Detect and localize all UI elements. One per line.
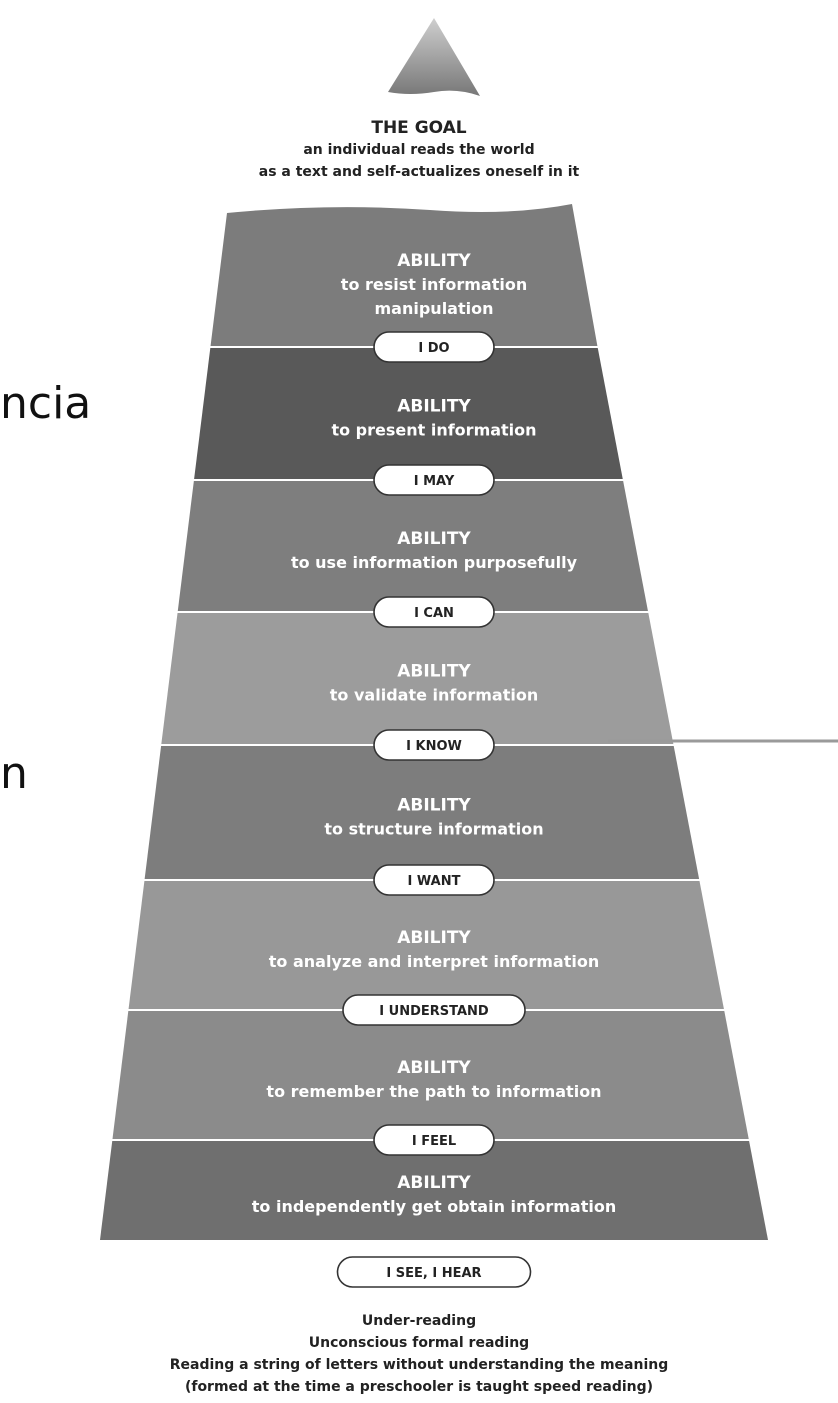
side-fragment-bottom: n [0, 748, 28, 799]
level-text: to independently get obtain information [252, 1197, 616, 1216]
pyramid-level-3 [177, 480, 649, 612]
level-heading: ABILITY [397, 662, 471, 682]
level-text: to remember the path to information [266, 1082, 601, 1101]
level-heading: ABILITY [397, 1173, 471, 1193]
level-text: to use information purposefully [291, 553, 578, 572]
summit-peak-icon [388, 18, 480, 96]
bottom-line-1: Under-reading [361, 1313, 477, 1329]
goal-title: THE GOAL [371, 118, 467, 138]
step-pill [373, 464, 495, 496]
level-text: to structure information [324, 820, 543, 839]
pyramid-level-5 [144, 745, 700, 880]
level-heading: ABILITY [397, 928, 471, 948]
step-pill [373, 1124, 495, 1156]
goal-line-2: as a text and self-actualizes oneself in… [258, 164, 580, 180]
level-heading: ABILITY [397, 1058, 471, 1078]
bottom-line-3: Reading a string of letters without unde… [169, 1357, 669, 1373]
step-pill [373, 729, 495, 761]
level-heading: ABILITY [397, 251, 471, 271]
level-text: to present information [331, 421, 536, 440]
step-pill [336, 1256, 532, 1288]
level-heading: ABILITY [397, 529, 471, 549]
level-heading: ABILITY [397, 796, 471, 816]
side-fragment-top: ncia [0, 378, 92, 429]
step-label: I DO [418, 341, 449, 356]
step-label: I KNOW [406, 739, 462, 754]
level-text: to resist information [341, 275, 527, 294]
step-label: I SEE, I HEAR [386, 1266, 481, 1281]
pyramid-level-6 [128, 880, 725, 1010]
step-pill [373, 864, 495, 896]
bottom-line-4: (formed at the time a preschooler is tau… [184, 1379, 654, 1395]
step-label: I FEEL [412, 1134, 456, 1149]
bottom-line-2: Unconscious formal reading [308, 1335, 530, 1351]
step-label: I MAY [414, 474, 455, 489]
step-pill [373, 596, 495, 628]
step-label: I CAN [414, 606, 454, 621]
level-heading: ABILITY [397, 397, 471, 417]
step-label: I UNDERSTAND [379, 1004, 489, 1019]
goal-line-1: an individual reads the world [303, 142, 535, 158]
pyramid-level-2 [193, 347, 623, 480]
level-text: to validate information [330, 686, 538, 705]
level-text: manipulation [375, 299, 494, 318]
pyramid-level-7 [112, 1010, 749, 1140]
pyramid-level-1 [210, 204, 598, 347]
step-label: I WANT [408, 874, 461, 889]
level-text: to analyze and interpret information [269, 952, 599, 971]
pyramid-level-4 [161, 612, 674, 745]
pyramid-level-8 [100, 1140, 768, 1240]
step-pill [342, 994, 526, 1026]
step-pill [373, 331, 495, 363]
